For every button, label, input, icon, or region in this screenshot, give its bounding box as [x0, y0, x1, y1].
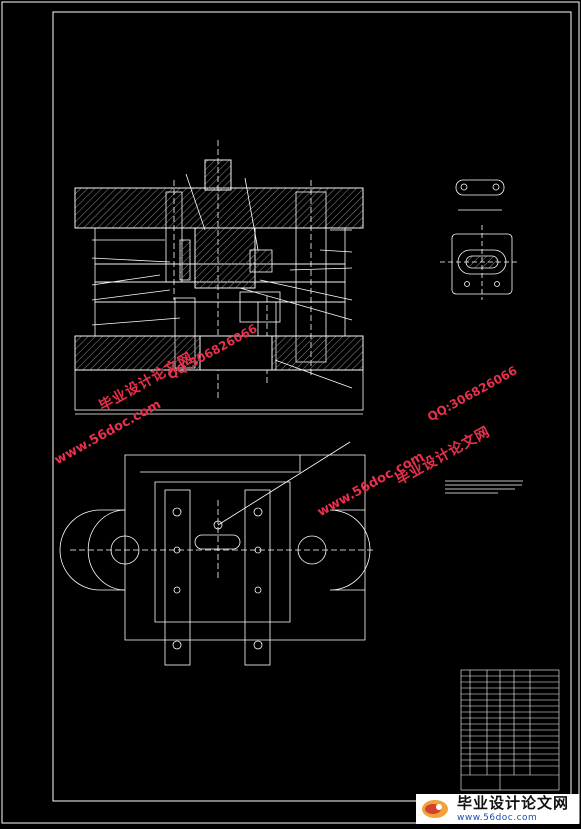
site-logo[interactable]: 毕业设计论文网 www.56doc.com [416, 794, 579, 824]
logo-emblem-icon [421, 798, 449, 820]
part-views [440, 179, 520, 300]
plan-view [59, 441, 375, 666]
logo-url: www.56doc.com [457, 812, 538, 823]
inner-border [52, 11, 572, 802]
logo-text: 毕业设计论文网 www.56doc.com [457, 794, 570, 823]
technical-notes [445, 480, 523, 494]
logo-title: 毕业设计论文网 [457, 794, 570, 812]
section-view [74, 140, 364, 415]
title-block [460, 669, 560, 791]
